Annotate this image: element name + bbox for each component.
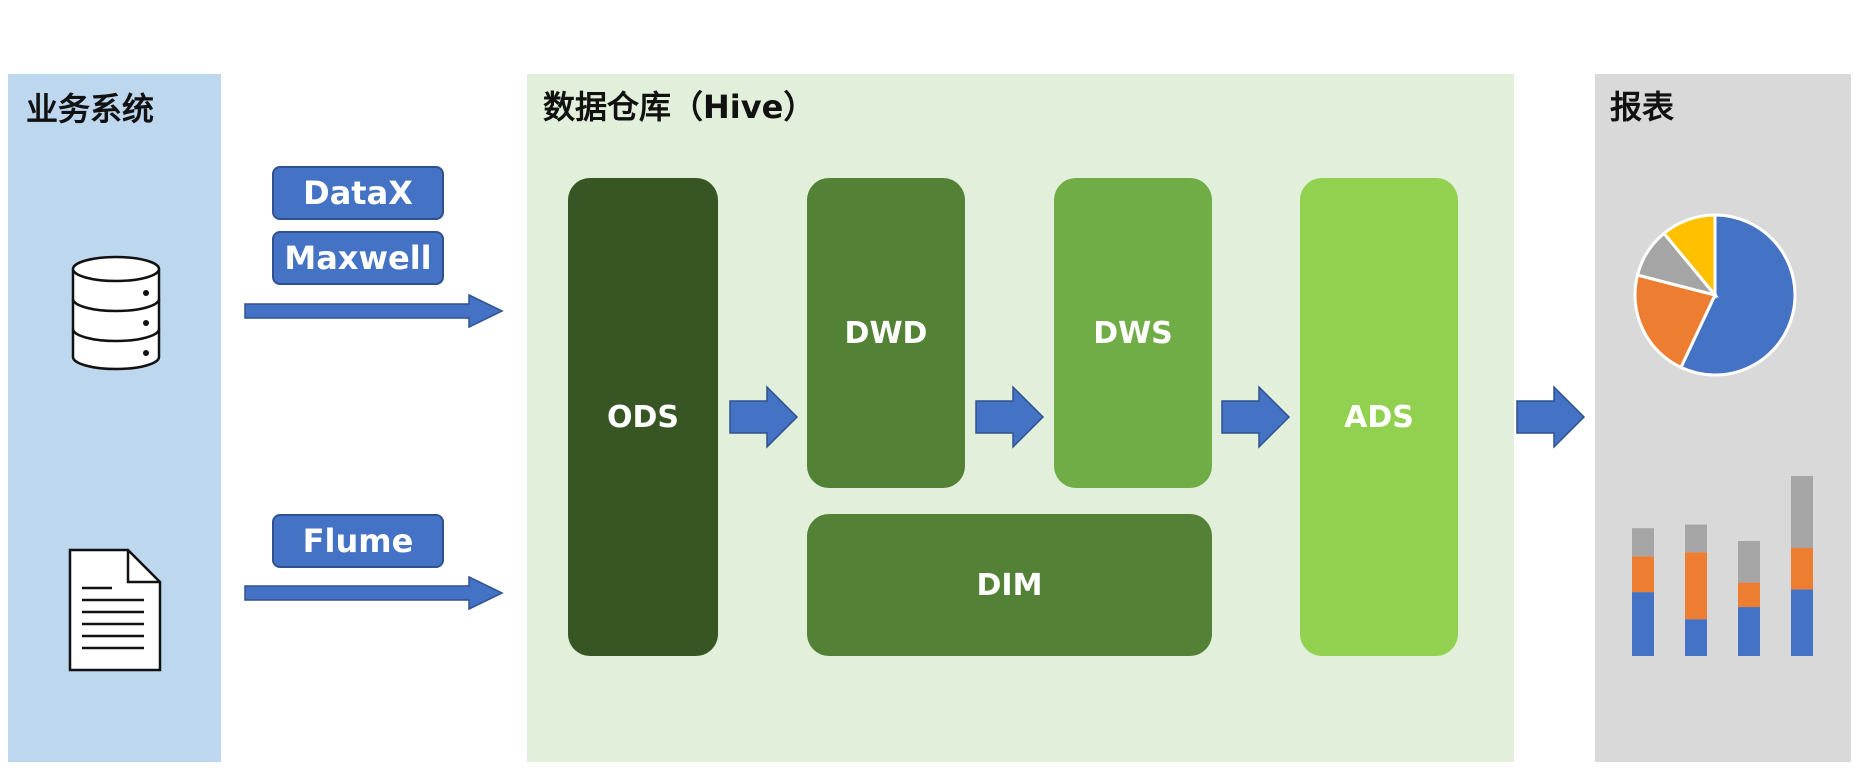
dwd-to-dws-arrow: [975, 385, 1045, 449]
stacked-bar-chart-icon: [1632, 476, 1813, 656]
dwd-layer: DWD: [807, 178, 965, 488]
source-systems-title: 业务系统: [26, 90, 155, 128]
bar-segment: [1738, 607, 1760, 656]
pie-slice: [1661, 213, 1717, 300]
ads-to-report-arrow: [1516, 385, 1586, 449]
dim-layer: DIM: [807, 514, 1212, 656]
bar-segment: [1791, 548, 1813, 590]
bar-segment: [1632, 528, 1654, 557]
flume-label: Flume: [272, 514, 444, 568]
dws-to-ads-arrow: [1221, 385, 1291, 449]
bar-segment: [1685, 524, 1707, 553]
ingest-arrow-top: [244, 293, 504, 329]
ads-layer: ADS: [1300, 178, 1458, 656]
data-warehouse-title: 数据仓库（Hive）: [543, 88, 816, 126]
report-title: 报表: [1610, 88, 1675, 126]
bar-segment: [1791, 476, 1813, 548]
ingest-arrow-bottom: [244, 575, 504, 611]
bar-segment: [1632, 592, 1654, 656]
pie-chart-icon: [1633, 213, 1797, 377]
document-icon: [68, 548, 162, 672]
pie-slice: [1678, 213, 1797, 377]
bar-segment: [1791, 589, 1813, 656]
dws-layer: DWS: [1054, 178, 1212, 488]
bar-segment: [1685, 552, 1707, 620]
ods-to-dwd-arrow: [729, 385, 799, 449]
pie-slice: [1633, 273, 1718, 370]
datax-label: DataX: [272, 166, 444, 220]
database-icon: [71, 255, 161, 371]
bar-segment: [1685, 619, 1707, 656]
maxwell-label: Maxwell: [272, 231, 444, 285]
ods-layer: ODS: [568, 178, 718, 656]
bar-segment: [1632, 556, 1654, 593]
bar-segment: [1738, 582, 1760, 608]
bar-segment: [1738, 540, 1760, 583]
